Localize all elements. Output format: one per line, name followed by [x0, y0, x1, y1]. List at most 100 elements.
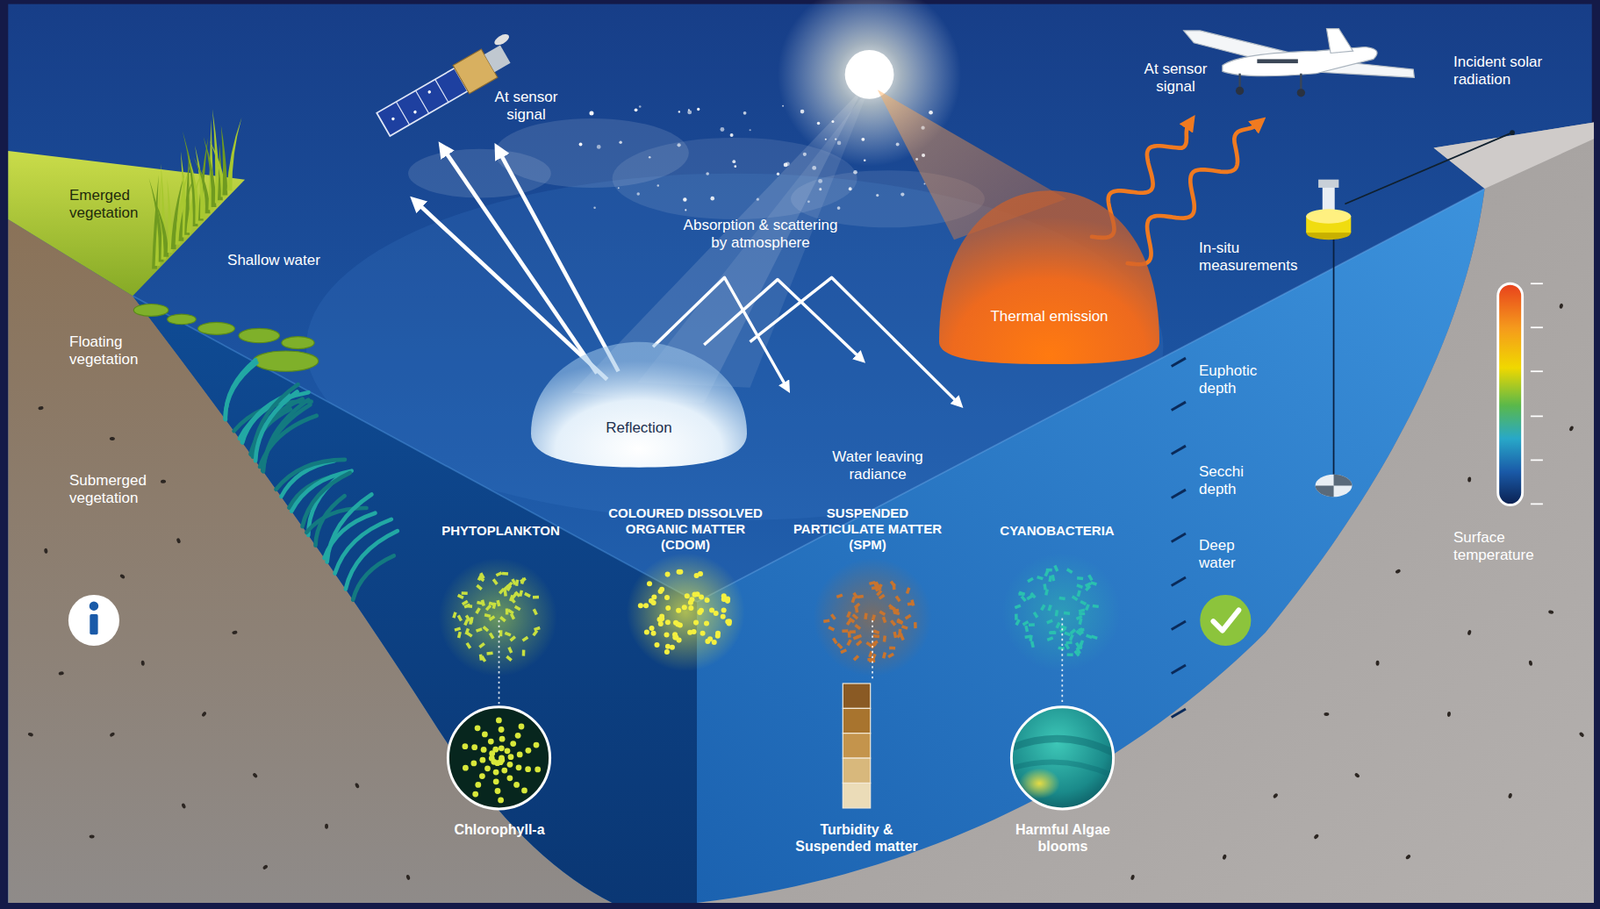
- grass-blade: [152, 197, 169, 258]
- particle: [1079, 600, 1087, 606]
- particle: [905, 587, 912, 595]
- particle: [452, 611, 457, 619]
- star: [636, 192, 640, 196]
- depth-tick: [1171, 533, 1186, 542]
- star: [782, 105, 784, 108]
- particle: [1090, 634, 1098, 640]
- particle: [488, 632, 496, 640]
- floating-vegetation: [238, 328, 280, 343]
- particle: [696, 609, 703, 616]
- pebble: [1528, 660, 1533, 667]
- particle: [1078, 618, 1084, 626]
- chlorophyll-circle: [479, 773, 486, 780]
- particle: [688, 600, 694, 606]
- particle: [1030, 641, 1035, 649]
- particle: [888, 603, 896, 610]
- particle: [882, 652, 887, 660]
- particle: [466, 642, 473, 650]
- pebble: [1272, 792, 1279, 799]
- star: [920, 126, 925, 130]
- node-label: Reflection: [539, 419, 739, 438]
- particle: [871, 614, 876, 622]
- particle: [1028, 623, 1035, 627]
- chlorophyll-circle: [443, 703, 555, 815]
- star: [817, 121, 821, 126]
- airplane: [1256, 58, 1299, 64]
- star: [837, 206, 841, 210]
- particle: [895, 595, 902, 603]
- particle: [1071, 595, 1079, 602]
- turbidity-scale: [842, 733, 870, 759]
- region-label: Absorption & scattering by atmosphere: [678, 216, 843, 253]
- pebble: [262, 864, 269, 871]
- pebble: [200, 710, 208, 718]
- particle: [868, 581, 876, 586]
- particle: [522, 636, 530, 643]
- airplane: [1238, 73, 1241, 88]
- star: [756, 198, 760, 201]
- node-label: Thermal emission: [947, 308, 1151, 326]
- particle: [841, 629, 848, 633]
- particle: [664, 595, 670, 601]
- particle: [509, 635, 517, 642]
- star: [900, 192, 905, 196]
- in-situ-buoy: [1315, 474, 1353, 498]
- chlorophyll-circle: [484, 765, 491, 772]
- in-situ-buoy: [1318, 179, 1339, 188]
- temperature-scale: [1530, 459, 1543, 462]
- particle: [464, 628, 470, 636]
- leader-line: [871, 620, 874, 680]
- particle: [478, 642, 486, 649]
- particle: [653, 642, 660, 648]
- in-situ-buoy: [1344, 132, 1513, 204]
- in-situ-buoy: [1509, 129, 1515, 136]
- particle: [693, 620, 699, 626]
- particle: [672, 631, 678, 638]
- pebble: [160, 479, 166, 484]
- chlorophyll-circle: [513, 782, 520, 789]
- particle: [720, 614, 726, 620]
- pebble: [1507, 792, 1513, 799]
- particle: [854, 606, 860, 613]
- reflected-signal-arrow: [444, 150, 597, 374]
- chlorophyll-circle: [507, 774, 514, 782]
- particle: [865, 641, 873, 648]
- grass-blade: [203, 136, 217, 208]
- check-icon: [1212, 609, 1239, 631]
- particle: [457, 614, 463, 622]
- reflected-signal-arrow: [500, 152, 619, 372]
- pebble: [1578, 731, 1586, 739]
- particle: [681, 604, 688, 610]
- star: [687, 109, 692, 115]
- particle: [852, 613, 860, 620]
- sun: [845, 50, 895, 100]
- particle: [836, 593, 844, 599]
- particle: [823, 619, 830, 624]
- chlorophyll-circle: [493, 778, 500, 785]
- particle: [1063, 631, 1071, 638]
- depth-tick: [1171, 577, 1186, 586]
- particle: [889, 619, 897, 627]
- particle: [892, 583, 897, 590]
- star: [853, 170, 858, 175]
- particle: [509, 596, 517, 604]
- turbidity-scale: [842, 708, 870, 733]
- chlorophyll-circle: [495, 788, 502, 795]
- pebble: [89, 834, 95, 839]
- particle: [651, 595, 657, 601]
- particle: [1065, 640, 1072, 645]
- star: [915, 157, 919, 161]
- particle: [893, 610, 901, 616]
- reflection-dome: Reflection: [530, 337, 747, 470]
- in-situ-buoy: [1334, 474, 1353, 487]
- temperature-scale: [1530, 282, 1543, 285]
- particle: [457, 594, 465, 600]
- star: [634, 107, 639, 112]
- particle: [1046, 618, 1054, 625]
- particle: [675, 608, 682, 614]
- airplane: [1183, 28, 1415, 98]
- particle: [669, 645, 675, 651]
- star: [928, 110, 933, 115]
- chlorophyll-circle: [516, 752, 524, 759]
- particle: [523, 592, 531, 598]
